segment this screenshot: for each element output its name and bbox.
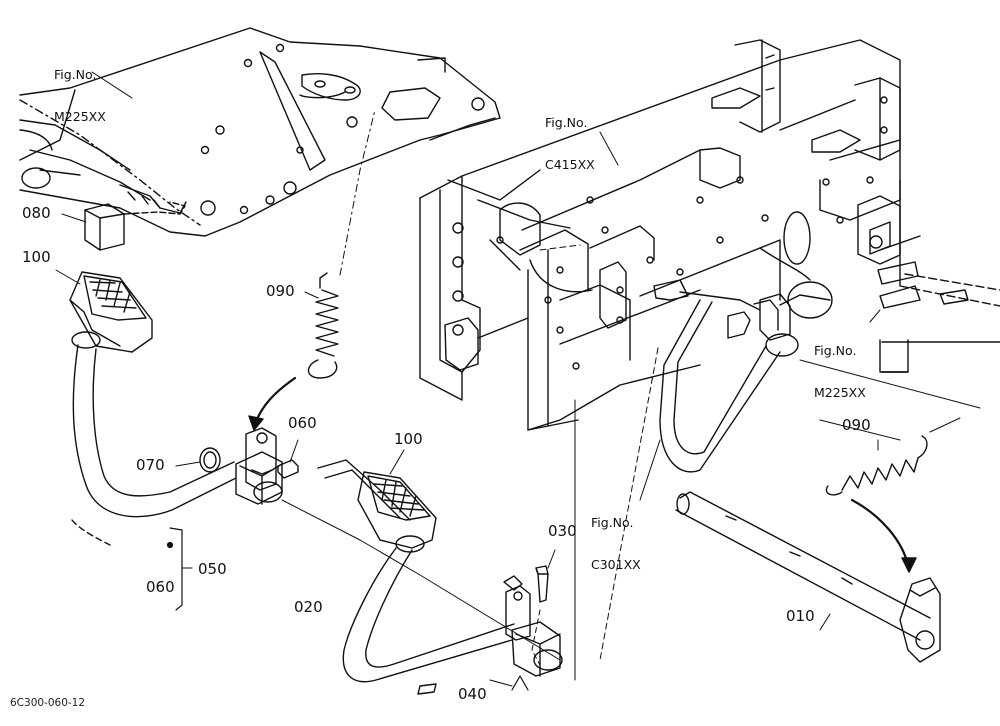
callout-060-mid: 060: [288, 414, 317, 432]
callout-060-left: 060: [146, 578, 175, 596]
fig-ref-m225-right-line2: M225XX: [814, 385, 866, 400]
callout-090-left: 090: [266, 282, 295, 300]
fig-ref-m225-top-line2: M225XX: [54, 109, 106, 124]
fig-ref-m225-top: Fig.No. M225XX: [54, 40, 106, 138]
fig-ref-c415-line1: Fig.No.: [545, 115, 588, 130]
return-spring-right: [825, 417, 961, 573]
callout-040: 040: [458, 685, 487, 703]
fig-ref-c301-line1: Fig.No.: [591, 515, 634, 530]
callout-050: 050: [198, 560, 227, 578]
floor-plate: [19, 27, 501, 237]
callout-010: 010: [786, 607, 815, 625]
brake-pedal-center: [317, 449, 563, 695]
fig-ref-m225-right-line1: Fig.No.: [814, 343, 857, 358]
fig-ref-c301-line2: C301XX: [591, 557, 641, 572]
fig-ref-m225-right: Fig.No. M225XX: [814, 316, 866, 414]
fig-ref-c415-line2: C415XX: [545, 157, 595, 172]
fig-ref-m225-top-line1: Fig.No.: [54, 67, 97, 82]
fig-ref-c301: Fig.No. C301XX: [591, 488, 641, 586]
fig-ref-c415: Fig.No. C415XX: [545, 88, 595, 186]
callout-090-right: 090: [842, 416, 871, 434]
tractor-frame: [419, 39, 1000, 661]
callout-080: 080: [22, 204, 51, 222]
return-spring-left: [248, 109, 376, 431]
callout-030: 030: [548, 522, 577, 540]
callout-100-left: 100: [22, 248, 51, 266]
pedal-pad-080: [61, 201, 186, 251]
callout-020: 020: [294, 598, 323, 616]
cross-shaft-010: [675, 491, 941, 663]
callout-100-mid: 100: [394, 430, 423, 448]
brake-pedal-left: [55, 269, 561, 661]
callout-070: 070: [136, 456, 165, 474]
diagram-code: 6C300-060-12: [10, 697, 86, 709]
